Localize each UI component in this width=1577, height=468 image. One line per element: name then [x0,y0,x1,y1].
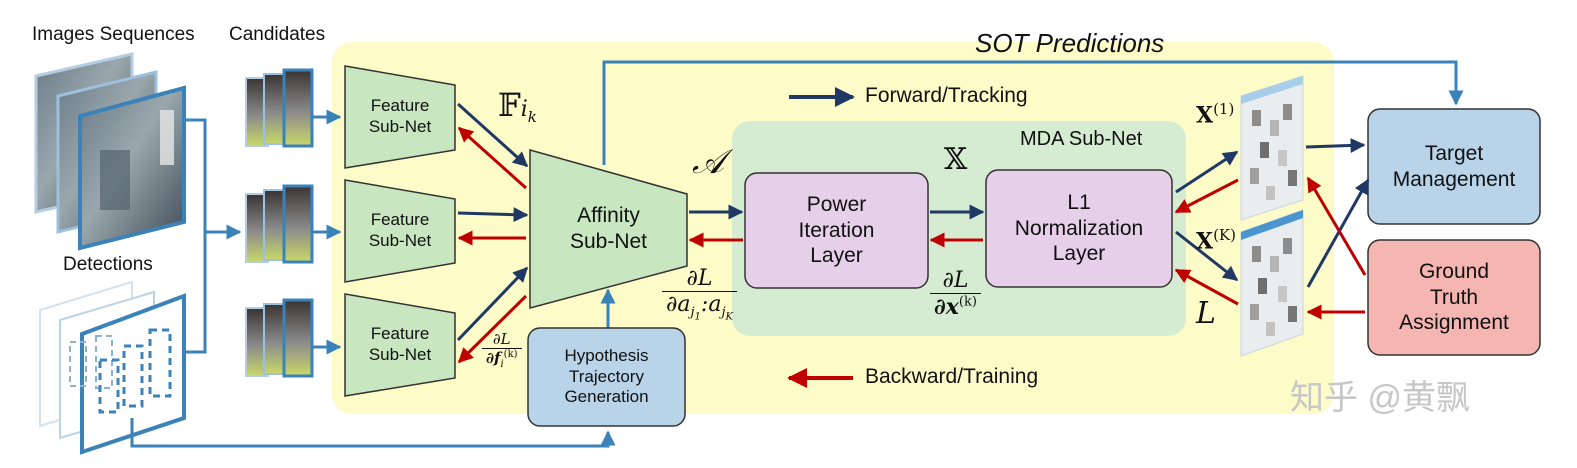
ground-truth-box [1367,239,1541,356]
power-iteration-layer-line-3: Layer [810,244,863,268]
affinity-subnet-line-1: Affinity [577,204,640,228]
feature-subnet-2-line-2: Sub-Net [368,231,432,250]
ground-truth-assignment-line-2: Truth [1429,285,1479,309]
feature-subnet-3-line-1: Feature [370,324,430,344]
hypothesis-trajectory-generation-line-1: Hypothesis [564,345,649,365]
input-lines [130,60,1464,448]
feature-subnet-2-shape [344,179,456,283]
backward-arrows [457,126,1367,364]
candidate-crops-3 [245,298,314,378]
forward-arrows [456,102,1370,342]
legend-backward-label: Backward/Training [865,365,1039,388]
grad-a-fraction: ∂L ∂aj1:ajK [662,266,737,323]
ground-truth-assignment-line-1: Ground [1418,260,1490,284]
sot-predictions-label: SOT Predictions [975,28,1165,58]
affinity-symbol: 𝒜 [692,142,725,182]
power-iteration-layer-line-1: Power [806,193,867,217]
feature-subnet-2-line-1: Feature [370,210,430,230]
images-sequences-label: Images Sequences [32,24,195,45]
ground-truth-assignment-line-3: Assignment [1399,311,1509,335]
detections-stack [39,280,186,455]
grad-f-fraction: ∂L ∂fi(k) [482,330,522,370]
target-management-line-1: Target [1424,141,1484,165]
feature-subnet-1-line-1: Feature [370,96,430,116]
l1-normalization-layer-line-3: Layer [1052,242,1106,266]
xk-symbol: X(K) [1196,226,1236,255]
watermark: 知乎 @黄飘 [1290,379,1470,417]
hypothesis-trajectory-generation-line-2: Trajectory [569,366,644,386]
target-management-line-2: Management [1392,167,1516,191]
affinity-subnet-shape [529,149,688,309]
hypothesis-trajectory-generation-line-3: Generation [564,387,649,407]
matrix-xk [1240,209,1304,357]
feature-subnet-3-shape [344,293,456,397]
image-sequence-stack [34,52,186,251]
feature-subnet-3-line-2: Sub-Net [368,345,432,364]
power-iteration-layer-line-2: Iteration [798,218,875,242]
feature-subnet-1-line-2: Sub-Net [368,117,432,136]
target-management-box [1367,108,1541,225]
x1-symbol: X(1) [1196,100,1235,129]
hypothesis-box [527,327,686,427]
l1-normalization-box [985,169,1173,288]
affinity-subnet-line-2: Sub-Net [569,230,648,253]
feature-symbol: 𝔽ik [498,86,537,126]
candidate-crops-2 [245,184,314,264]
legend-forward-label: Forward/Tracking [865,84,1028,107]
candidates-label: Candidates [229,24,326,45]
feature-subnet-1-shape [344,65,456,169]
detections-label: Detections [63,254,153,275]
power-iteration-box [744,172,929,289]
assignment-symbol: 𝕏 [944,142,968,177]
grad-x-fraction: ∂L ∂x(k) [930,268,981,320]
l1-normalization-layer-line-1: L1 [1067,191,1091,215]
mda-subnet-label: MDA Sub-Net [1020,128,1143,150]
l1-normalization-layer-line-2: Normalization [1014,216,1144,240]
loss-symbol: L [1196,296,1216,331]
matrix-x1 [1240,75,1304,221]
candidate-crops-1 [245,68,314,148]
